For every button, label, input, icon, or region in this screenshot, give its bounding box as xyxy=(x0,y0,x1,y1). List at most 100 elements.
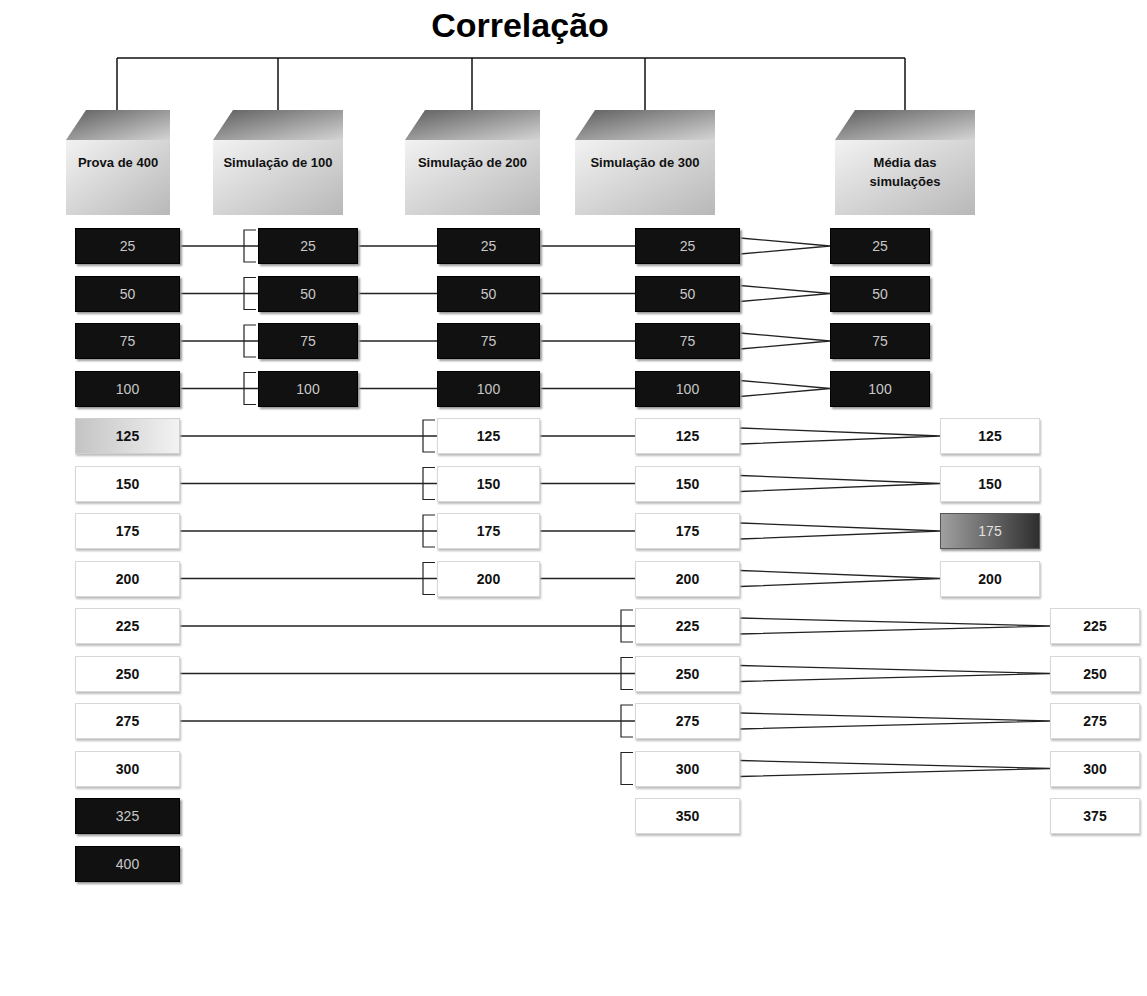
cube-top xyxy=(66,110,170,140)
segment-box: 325 xyxy=(75,798,180,834)
segment-box: 275 xyxy=(75,703,180,739)
segment-box: 75 xyxy=(635,323,740,359)
segment-number: 100 xyxy=(116,381,139,397)
segment-number: 175 xyxy=(676,523,699,539)
tree-bracket xyxy=(117,58,905,112)
segment-number: 400 xyxy=(116,856,139,872)
correlation-connector xyxy=(180,530,437,531)
segment-number: 25 xyxy=(300,238,316,254)
segment-number: 125 xyxy=(116,428,139,444)
correlation-connector xyxy=(740,238,830,254)
correlation-connector xyxy=(540,340,635,341)
cube-top xyxy=(213,110,343,140)
correlation-connector xyxy=(540,293,635,294)
segment-number: 50 xyxy=(872,286,888,302)
correlation-connector xyxy=(180,388,258,389)
segment-number: 150 xyxy=(116,476,139,492)
segment-number: 75 xyxy=(300,333,316,349)
segment-number: 200 xyxy=(116,571,139,587)
segment-box: 50 xyxy=(75,276,180,312)
correlation-connector xyxy=(180,720,635,721)
segment-box: 50 xyxy=(437,276,540,312)
segment-number: 50 xyxy=(680,286,696,302)
segment-number: 275 xyxy=(1083,713,1106,729)
cube-front xyxy=(575,140,715,215)
segment-number: 125 xyxy=(676,428,699,444)
correlation-connector xyxy=(540,388,635,389)
column-header: Simulação de 200 xyxy=(405,110,540,215)
correlation-connector xyxy=(358,388,437,389)
header-label: Simulação de 200 xyxy=(413,154,532,173)
header-label: Simulação de 300 xyxy=(583,154,707,173)
segment-number: 125 xyxy=(978,428,1001,444)
segment-box: 225 xyxy=(75,608,180,644)
segment-box: 300 xyxy=(75,751,180,787)
segment-number: 100 xyxy=(868,381,891,397)
segment-number: 375 xyxy=(1083,808,1106,824)
segment-number: 25 xyxy=(481,238,497,254)
segment-number: 25 xyxy=(120,238,136,254)
segment-box: 100 xyxy=(75,371,180,407)
segment-number: 175 xyxy=(477,523,500,539)
correlation-connector xyxy=(180,245,258,246)
segment-box: 150 xyxy=(75,466,180,502)
correlation-connector xyxy=(180,435,437,436)
segment-box: 300 xyxy=(635,751,740,787)
segment-box: 75 xyxy=(258,323,358,359)
correlation-connector xyxy=(540,530,635,531)
segment-box: 125 xyxy=(437,418,540,454)
correlation-connector xyxy=(740,523,940,539)
segment-box: 350 xyxy=(635,798,740,834)
segment-box: 200 xyxy=(635,561,740,597)
segment-number: 125 xyxy=(477,428,500,444)
segment-box: 175 xyxy=(75,513,180,549)
correlation-connector xyxy=(740,666,1050,682)
segment-number: 200 xyxy=(978,571,1001,587)
correlation-connector xyxy=(180,340,258,341)
segment-number: 275 xyxy=(676,713,699,729)
segment-box: 25 xyxy=(258,228,358,264)
segment-number: 225 xyxy=(1083,618,1106,634)
segment-number: 25 xyxy=(680,238,696,254)
correlation-connector xyxy=(180,625,635,626)
segment-box: 225 xyxy=(1050,608,1140,644)
correlation-connector xyxy=(740,381,830,397)
correlation-connector xyxy=(180,483,437,484)
segment-box: 25 xyxy=(75,228,180,264)
segment-number: 300 xyxy=(1083,761,1106,777)
segment-box: 150 xyxy=(940,466,1040,502)
segment-box: 100 xyxy=(830,371,930,407)
segment-number: 50 xyxy=(120,286,136,302)
header-label: Média das simulações xyxy=(843,154,967,192)
correlation-connector xyxy=(740,761,1050,777)
cube-top xyxy=(575,110,715,140)
segment-number: 250 xyxy=(116,666,139,682)
correlation-connector xyxy=(180,578,437,579)
segment-box: 50 xyxy=(635,276,740,312)
segment-box: 125 xyxy=(940,418,1040,454)
segment-number: 150 xyxy=(978,476,1001,492)
segment-number: 75 xyxy=(120,333,136,349)
segment-number: 300 xyxy=(676,761,699,777)
correlation-connector xyxy=(540,483,635,484)
segment-box: 250 xyxy=(635,656,740,692)
segment-number: 75 xyxy=(872,333,888,349)
segment-box: 100 xyxy=(258,371,358,407)
segment-number: 50 xyxy=(300,286,316,302)
segment-number: 275 xyxy=(116,713,139,729)
segment-box: 125 xyxy=(75,418,180,454)
cube-top xyxy=(835,110,975,140)
correlation-connector xyxy=(358,245,437,246)
segment-number: 75 xyxy=(481,333,497,349)
correlation-connector xyxy=(180,673,635,674)
segment-box: 250 xyxy=(1050,656,1140,692)
header-label: Prova de 400 xyxy=(74,154,162,173)
segment-number: 100 xyxy=(296,381,319,397)
segment-box: 150 xyxy=(437,466,540,502)
segment-box: 50 xyxy=(830,276,930,312)
segment-box: 200 xyxy=(940,561,1040,597)
correlation-connector xyxy=(540,578,635,579)
segment-number: 100 xyxy=(676,381,699,397)
row-brackets xyxy=(244,230,633,785)
segment-number: 175 xyxy=(978,523,1001,539)
